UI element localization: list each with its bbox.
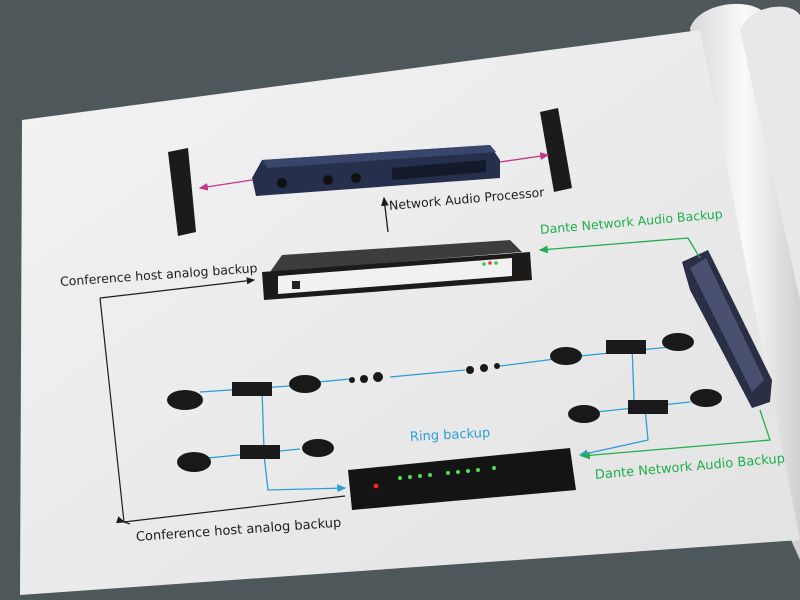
speaker-right	[540, 108, 572, 192]
network-audio-processor-device	[252, 145, 500, 196]
network-switch-device	[682, 250, 772, 408]
speaker-left	[168, 148, 196, 236]
ring-backup-device	[348, 448, 576, 510]
analog-lines	[99, 277, 346, 525]
conference-host-device	[262, 240, 532, 300]
paper-sheet	[20, 30, 800, 595]
extender-boxes	[232, 340, 668, 459]
dante-lines	[538, 237, 771, 460]
conference-microphones	[167, 333, 722, 472]
